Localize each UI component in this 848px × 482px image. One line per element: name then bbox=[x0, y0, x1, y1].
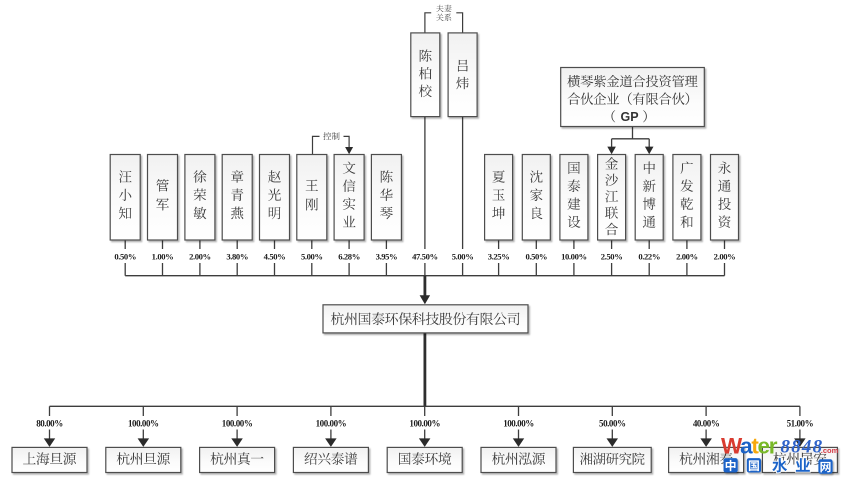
svg-text:50.00%: 50.00% bbox=[599, 418, 626, 428]
svg-text:Water: Water bbox=[721, 434, 778, 459]
svg-text:0.50%: 0.50% bbox=[114, 252, 136, 262]
svg-text:3.80%: 3.80% bbox=[226, 252, 248, 262]
svg-text:2.00%: 2.00% bbox=[676, 252, 698, 262]
svg-text:6.28%: 6.28% bbox=[338, 252, 360, 262]
svg-text:.com: .com bbox=[821, 446, 839, 455]
svg-text:3.25%: 3.25% bbox=[488, 252, 510, 262]
svg-text:GP: GP bbox=[620, 110, 638, 124]
svg-text:8848: 8848 bbox=[781, 437, 824, 458]
svg-text:100.00%: 100.00% bbox=[503, 418, 534, 428]
svg-text:5.00%: 5.00% bbox=[452, 252, 474, 262]
svg-text:100.00%: 100.00% bbox=[316, 418, 347, 428]
svg-text:0.22%: 0.22% bbox=[638, 252, 660, 262]
svg-text:100.00%: 100.00% bbox=[222, 418, 253, 428]
svg-text:5.00%: 5.00% bbox=[301, 252, 323, 262]
svg-text:1.00%: 1.00% bbox=[152, 252, 174, 262]
svg-text:2.00%: 2.00% bbox=[714, 252, 736, 262]
svg-text:0.50%: 0.50% bbox=[525, 252, 547, 262]
svg-text:100.00%: 100.00% bbox=[409, 418, 440, 428]
svg-text:4.50%: 4.50% bbox=[264, 252, 286, 262]
svg-text:80.00%: 80.00% bbox=[36, 418, 63, 428]
svg-text:3.95%: 3.95% bbox=[376, 252, 398, 262]
svg-text:40.00%: 40.00% bbox=[693, 418, 720, 428]
svg-text:51.00%: 51.00% bbox=[787, 418, 814, 428]
svg-text:2.00%: 2.00% bbox=[189, 252, 211, 262]
svg-text:10.00%: 10.00% bbox=[561, 252, 587, 262]
svg-text:100.00%: 100.00% bbox=[128, 418, 159, 428]
svg-text:2.50%: 2.50% bbox=[601, 252, 623, 262]
svg-text:47.50%: 47.50% bbox=[412, 252, 438, 262]
